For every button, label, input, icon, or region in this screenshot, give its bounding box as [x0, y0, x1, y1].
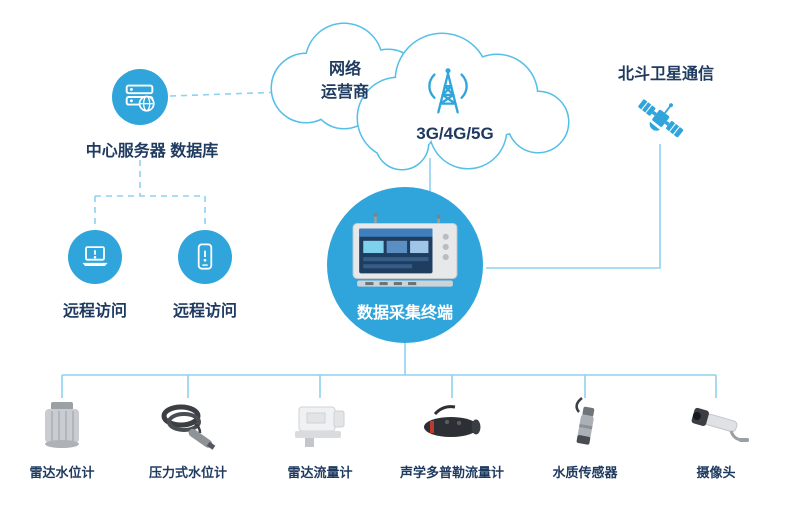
cellular-antenna-icon — [428, 68, 468, 114]
cellular-label: 3G/4G/5G — [416, 124, 494, 143]
isp-cloud-label: 网络 运营商 — [298, 58, 392, 104]
remote-phone-node — [178, 230, 232, 284]
water-quality-sensor-icon — [530, 394, 640, 456]
device-label: 摄像头 — [696, 465, 736, 480]
data-logger-image — [352, 212, 458, 287]
device-item: 水质传感器 — [530, 394, 640, 481]
server-label: 中心服务器 数据库 — [85, 143, 219, 160]
laptop-alert-icon — [82, 246, 108, 266]
doppler-flow-meter-icon — [397, 394, 507, 456]
cellular-cloud — [356, 32, 570, 171]
terminal-label: 数据采集终端 — [356, 305, 453, 322]
remote-pc-node — [68, 230, 122, 284]
radar-level-gauge-icon — [7, 394, 117, 456]
device-item: 压力式水位计 — [133, 394, 243, 481]
radar-flow-meter-icon — [265, 394, 375, 456]
server-node — [112, 69, 168, 125]
device-label: 雷达流量计 — [287, 465, 353, 480]
satellite-icon — [638, 99, 684, 138]
remote-pc-label: 远程访问 — [62, 303, 127, 320]
isp-cloud-label-line2: 运营商 — [320, 84, 369, 101]
device-item: 声学多普勒流量计 — [397, 394, 507, 481]
device-label: 水质传感器 — [552, 465, 618, 480]
camera-icon — [661, 394, 771, 456]
pressure-level-sensor-icon — [133, 394, 243, 456]
phone-alert-icon — [197, 243, 213, 270]
device-item: 雷达水位计 — [7, 394, 117, 481]
solid-connectors — [61, 144, 717, 398]
remote-phone-label: 远程访问 — [172, 303, 237, 320]
device-label: 声学多普勒流量计 — [399, 465, 504, 480]
device-item: 摄像头 — [661, 394, 771, 481]
device-item: 雷达流量计 — [265, 394, 375, 481]
dashed-connectors — [94, 91, 285, 227]
satellite-label: 北斗卫星通信 — [617, 66, 714, 83]
device-label: 压力式水位计 — [148, 465, 227, 480]
server-database-icon — [125, 84, 155, 112]
device-label: 雷达水位计 — [29, 465, 95, 480]
isp-cloud-label-line1: 网络 — [328, 61, 361, 78]
terminal-node: 数据采集终端 — [327, 187, 483, 343]
